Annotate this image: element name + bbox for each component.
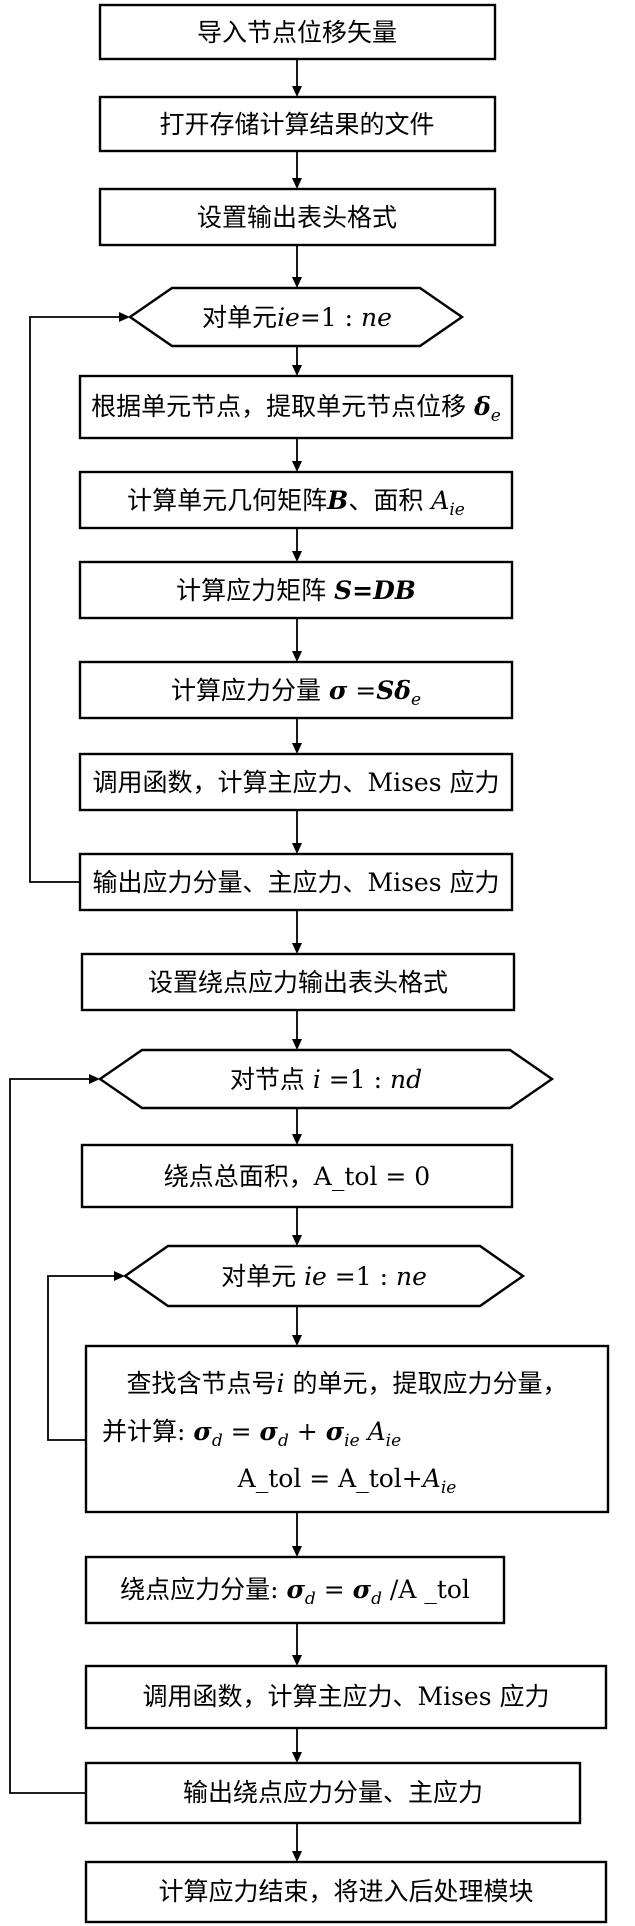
node-nodal-stress-component-label: 绕点应力分量: σd = σd /A _tol (120, 1575, 470, 1609)
node-output-nodal-stress (84, 1761, 582, 1825)
loop-back-connectors (9, 312, 130, 1794)
connector-lines (292, 59, 302, 1862)
node-compute-principal-stress-1 (78, 752, 514, 812)
node-import-displacement-label: 导入节点位移矢量 (197, 18, 397, 47)
node-extract-element-displacement-label: 根据单元节点，提取单元节点位移 δe (91, 392, 501, 426)
node-loop-element-1-label: 对单元ie=1 : ne (202, 303, 392, 332)
node-find-elements-line1: 查找含节点号i 的单元，提取应力分量， (127, 1369, 568, 1398)
node-compute-geometry-matrix (78, 470, 514, 530)
node-compute-stress-matrix (78, 560, 514, 620)
node-compute-stress-component-label: 计算应力分量 σ =Sδe (171, 676, 421, 710)
node-loop-element-2-label: 对单元 ie =1 : ne (221, 1262, 427, 1291)
node-end (84, 1860, 608, 1924)
node-loop-element-1 (127, 286, 465, 348)
node-loop-node-label: 对节点 i =1 : nd (230, 1065, 422, 1094)
node-find-elements (84, 1344, 610, 1514)
node-loop-element-2 (122, 1244, 526, 1308)
node-open-result-file-label: 打开存储计算结果的文件 (159, 110, 434, 139)
node-import-displacement (98, 3, 497, 61)
node-output-nodal-stress-label: 输出绕点应力分量、主应力 (183, 1778, 483, 1807)
node-init-area (80, 1143, 514, 1209)
node-output-stress-1 (78, 852, 514, 912)
node-compute-stress-component (78, 660, 514, 720)
node-compute-stress-matrix-label: 计算应力矩阵 S=DB (176, 576, 416, 605)
node-compute-principal-stress-1-label: 调用函数，计算主应力、Mises 应力 (93, 768, 500, 797)
node-nodal-stress-component (84, 1555, 506, 1625)
node-compute-geometry-matrix-label: 计算单元几何矩阵B、面积 Aie (127, 486, 465, 520)
node-open-result-file (98, 95, 497, 153)
node-output-stress-1-label: 输出应力分量、主应力、Mises 应力 (93, 868, 500, 897)
node-set-nodal-header (80, 952, 516, 1012)
node-compute-principal-stress-2 (84, 1664, 608, 1730)
node-find-elements-line2: 并计算: σd = σd + σie Aie (102, 1417, 401, 1451)
node-loop-node (97, 1048, 555, 1110)
node-extract-element-displacement (78, 374, 514, 440)
node-end-label: 计算应力结束，将进入后处理模块 (158, 1877, 533, 1906)
node-find-elements-line3: A_tol = A_tol+Aie (237, 1464, 457, 1498)
node-set-nodal-header-label: 设置绕点应力输出表头格式 (148, 968, 448, 997)
node-set-header-format-label: 设置输出表头格式 (197, 203, 397, 232)
node-init-area-label: 绕点总面积，A_tol = 0 (164, 1162, 430, 1191)
node-compute-principal-stress-2-label: 调用函数，计算主应力、Mises 应力 (143, 1682, 550, 1711)
